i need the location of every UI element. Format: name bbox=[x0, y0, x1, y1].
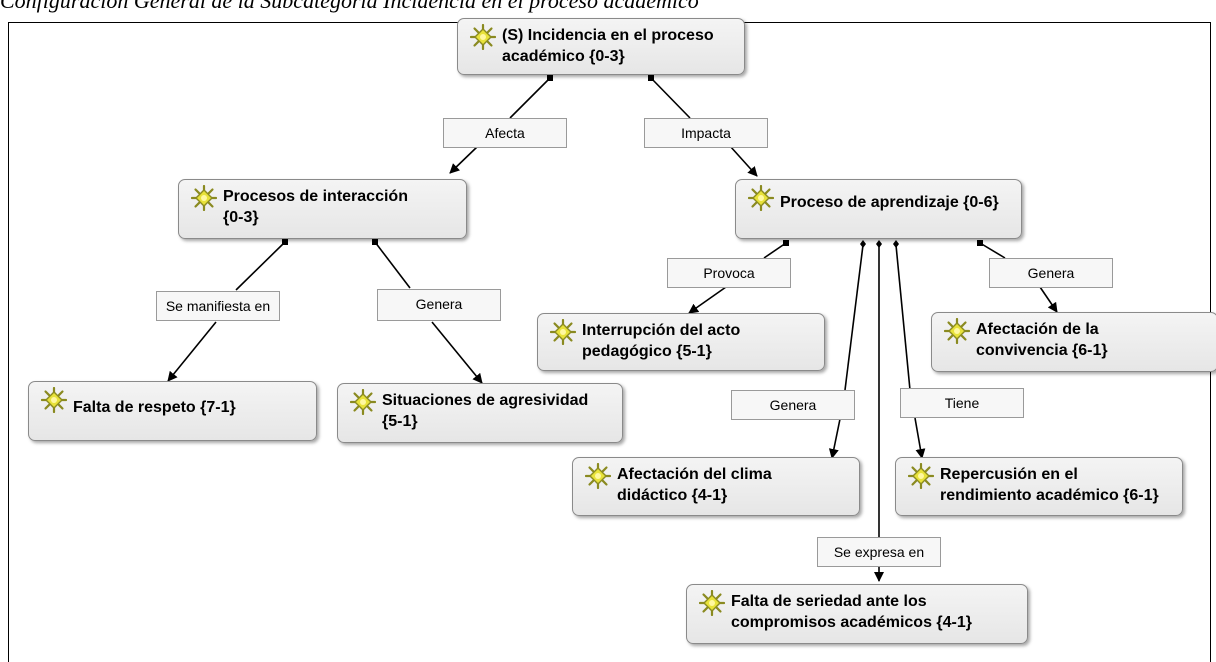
relation-se-expresa-en: Se expresa en bbox=[817, 537, 941, 567]
figure-caption: Configuración General de la Subcategoría… bbox=[0, 0, 699, 13]
relation-tiene: Tiene bbox=[900, 388, 1024, 418]
node-situaciones-agresividad[interactable]: Situaciones de agresividad {5-1} bbox=[337, 383, 623, 443]
node-falta-respeto[interactable]: Falta de respeto {7-1} bbox=[28, 381, 317, 441]
link-root-afecta bbox=[509, 77, 551, 119]
link-aprendizaje-tiene bbox=[895, 244, 911, 391]
node-afectacion-clima-didactico[interactable]: Afectación del clima didáctico {4-1} bbox=[572, 457, 860, 516]
node-label: Procesos de interacción {0-3} bbox=[223, 188, 408, 226]
code-sun-icon bbox=[41, 387, 67, 413]
relation-se-manifiesta-en: Se manifiesta en bbox=[156, 291, 280, 321]
node-afectacion-convivencia[interactable]: Afectación de la convivencia {6-1} bbox=[931, 312, 1216, 372]
code-sun-icon bbox=[748, 185, 774, 211]
link-root-impacta bbox=[650, 77, 691, 119]
link-impacta-aprendizaje bbox=[729, 145, 758, 177]
link-manifiesta-respeto bbox=[167, 321, 217, 382]
node-proceso-aprendizaje[interactable]: Proceso de aprendizaje {0-6} bbox=[735, 179, 1022, 239]
link-provoca-interrupcion bbox=[688, 286, 727, 314]
node-label: Interrupción del acto pedagógico {5-1} bbox=[582, 322, 741, 360]
link-genera-agresividad bbox=[431, 321, 483, 384]
relation-genera-agresividad: Genera bbox=[377, 289, 501, 321]
code-sun-icon bbox=[550, 319, 576, 345]
node-falta-seriedad-compromisos[interactable]: Falta de seriedad ante los compromisos a… bbox=[686, 584, 1028, 644]
link-interaccion-manifiesta bbox=[235, 241, 286, 291]
node-label: Falta de respeto {7-1} bbox=[73, 399, 236, 416]
code-sun-icon bbox=[944, 318, 970, 344]
node-label: Repercusión en el rendimiento académico … bbox=[940, 466, 1159, 504]
node-label: Afectación de la convivencia {6-1} bbox=[976, 321, 1108, 359]
code-sun-icon bbox=[908, 463, 934, 489]
node-incidencia-proceso-academico[interactable]: (S) Incidencia en el proceso académico {… bbox=[457, 18, 745, 75]
code-sun-icon bbox=[350, 389, 376, 415]
link-aprendizaje-genera-clima bbox=[844, 244, 864, 391]
node-label: Falta de seriedad ante los compromisos a… bbox=[731, 593, 972, 631]
node-label: Situaciones de agresividad {5-1} bbox=[382, 392, 589, 430]
relation-impacta: Impacta bbox=[644, 118, 768, 148]
relation-genera-convivencia: Genera bbox=[989, 258, 1113, 288]
connector-lines bbox=[167, 75, 1058, 582]
node-label: (S) Incidencia en el proceso académico {… bbox=[502, 27, 714, 65]
link-tiene-rendimiento bbox=[914, 417, 926, 459]
node-label: Afectación del clima didáctico {4-1} bbox=[617, 466, 772, 504]
code-sun-icon bbox=[699, 590, 725, 616]
node-repercusion-rendimiento[interactable]: Repercusión en el rendimiento académico … bbox=[895, 457, 1183, 516]
node-label: Proceso de aprendizaje {0-6} bbox=[780, 194, 999, 211]
node-procesos-interaccion[interactable]: Procesos de interacción {0-3} bbox=[178, 179, 467, 239]
link-interaccion-genera bbox=[374, 241, 411, 289]
relation-afecta: Afecta bbox=[443, 118, 567, 148]
code-sun-icon bbox=[470, 24, 496, 50]
code-sun-icon bbox=[585, 463, 611, 489]
node-interrupcion-acto-pedagogico[interactable]: Interrupción del acto pedagógico {5-1} bbox=[537, 313, 825, 371]
code-sun-icon bbox=[191, 185, 217, 211]
link-genera-convivencia bbox=[1039, 286, 1058, 313]
relation-genera-clima: Genera bbox=[731, 390, 855, 420]
relation-provoca: Provoca bbox=[667, 258, 791, 288]
link-afecta-interaccion bbox=[449, 145, 479, 174]
link-genera-clima bbox=[828, 418, 841, 459]
link-aprendizaje-genera bbox=[979, 242, 1006, 259]
link-aprendizaje-provoca bbox=[763, 242, 787, 259]
